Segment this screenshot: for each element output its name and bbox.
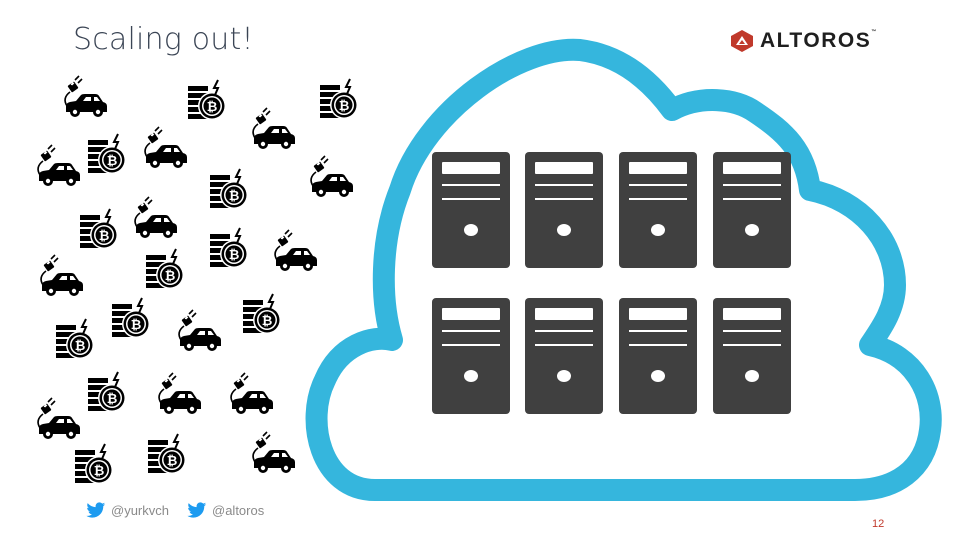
twitter-icon — [86, 502, 106, 518]
altoros-logo: ALTOROS™ — [730, 28, 876, 54]
server-icon — [619, 298, 697, 414]
altoros-logo-mark-icon — [731, 30, 753, 52]
slide-title: Scaling out! — [73, 22, 254, 57]
server-icon — [432, 152, 510, 268]
server-icon — [525, 152, 603, 268]
server-icon — [713, 152, 791, 268]
twitter-handle-link[interactable]: @yurkvch — [86, 502, 169, 519]
twitter-handle-text: @altoros — [212, 503, 265, 518]
server-icon — [525, 298, 603, 414]
server-icon — [432, 298, 510, 414]
server-icon — [713, 298, 791, 414]
altoros-logo-text: ALTOROS™ — [760, 29, 877, 52]
twitter-handle-link[interactable]: @altoros — [187, 502, 264, 519]
twitter-handle-text: @yurkvch — [111, 503, 169, 518]
page-number: 12 — [872, 518, 885, 530]
twitter-icon — [187, 502, 207, 518]
footer-handles: @yurkvch @altoros — [86, 502, 282, 519]
server-icon — [619, 152, 697, 268]
